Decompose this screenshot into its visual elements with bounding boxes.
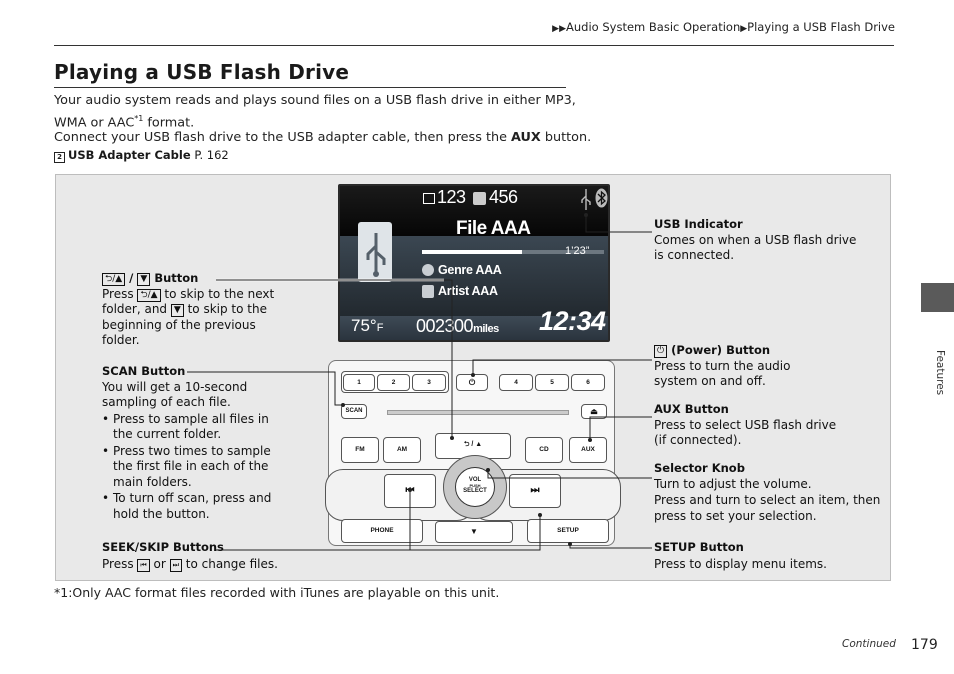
back-key-icon: ⮌/▲ — [102, 273, 126, 286]
preset-3-button[interactable]: 3 — [412, 374, 446, 391]
section-tab — [921, 283, 954, 312]
page-number: 179 — [911, 637, 938, 653]
down-button[interactable]: ▼ — [435, 521, 513, 543]
intro-line-2: WMA or AAC*1 format. — [54, 114, 195, 131]
artist-name: Artist AAA — [438, 284, 498, 298]
reference-arrow-icon: 2 — [54, 152, 65, 163]
footnote-marker: *1 — [134, 114, 144, 123]
preset-1-button[interactable]: 1 — [343, 374, 375, 391]
elapsed-time: 1’23” — [565, 245, 590, 257]
scan-button-callout: SCAN Button You will get a 10-second sam… — [102, 364, 282, 522]
reference-page: P. 162 — [190, 148, 229, 162]
eject-button[interactable]: ⏏ — [581, 404, 607, 419]
cd-button[interactable]: CD — [525, 437, 563, 463]
footnote: *1:Only AAC format files recorded with i… — [54, 585, 500, 600]
seek-back-icon: ⏮ — [137, 558, 150, 572]
preset-6-button[interactable]: 6 — [571, 374, 605, 391]
usb-indicator-callout: USB Indicator Comes on when a USB flash … — [654, 217, 857, 262]
audio-display-screen: 123 456 File AAA 1’23” Genre AAA Artist … — [338, 184, 610, 342]
scan-button[interactable]: SCAN — [341, 404, 367, 419]
outside-temperature: 75°F — [351, 316, 384, 335]
fm-button[interactable]: FM — [341, 437, 379, 463]
power-button-callout: ⏻ (Power) Button Press to turn the audio… — [654, 343, 791, 388]
clock: 12:34 — [539, 306, 606, 336]
page-title: Playing a USB Flash Drive — [54, 60, 350, 84]
progress-bar — [422, 250, 604, 254]
artist-icon — [422, 285, 434, 298]
preset-4-button[interactable]: 4 — [499, 374, 533, 391]
cd-slot — [387, 410, 569, 415]
track-number: 456 — [489, 187, 518, 207]
seek-forward-button[interactable]: ⏭ — [509, 474, 561, 508]
intro-line-1: Your audio system reads and plays sound … — [54, 93, 576, 108]
continued-label: Continued — [842, 638, 896, 650]
aux-keyword: AUX — [511, 130, 541, 145]
usb-indicator-icon — [581, 189, 591, 210]
breadcrumb-current: Playing a USB Flash Drive — [747, 20, 895, 34]
audio-control-unit: 1 2 3 ⏻ 4 5 6 SCAN ⏏ FM AM ⮌ / ▲ CD AUX … — [325, 360, 621, 546]
aux-button-callout: AUX Button Press to select USB flash dri… — [654, 402, 837, 447]
back-button-callout: ⮌/▲ / ▼ Button Press ⮌/▲ to skip to the … — [102, 271, 275, 347]
phone-button[interactable]: PHONE — [341, 519, 423, 543]
down-key-icon: ▼ — [137, 273, 151, 286]
selector-knob-callout: Selector Knob Turn to adjust the volume.… — [654, 461, 881, 523]
setup-button[interactable]: SETUP — [527, 519, 609, 543]
section-label: Features — [934, 350, 946, 396]
genre-icon — [422, 264, 434, 276]
seek-skip-callout: SEEK/SKIP Buttons Press ⏮ or ⏭ to change… — [102, 540, 278, 572]
breadcrumb-marks: ▶▶ — [552, 24, 567, 34]
breadcrumb-separator: ▶ — [740, 24, 748, 34]
folder-icon — [423, 193, 435, 204]
title-rule — [54, 87, 566, 88]
seek-forward-icon: ⏭ — [169, 558, 182, 572]
aux-button[interactable]: AUX — [569, 437, 607, 463]
header-rule — [54, 45, 894, 46]
intro-paragraph: Your audio system reads and plays sound … — [54, 92, 576, 132]
setup-button-callout: SETUP Button Press to display menu items… — [654, 540, 827, 571]
progress-fill — [422, 250, 523, 254]
odometer: 002300miles — [416, 316, 499, 336]
power-icon: ⏻ — [654, 345, 668, 358]
folder-number: 123 — [437, 187, 466, 207]
music-file-icon — [473, 192, 486, 205]
preset-2-button[interactable]: 2 — [377, 374, 410, 391]
breadcrumb: ▶▶Audio System Basic Operation▶Playing a… — [552, 20, 895, 34]
breadcrumb-parent[interactable]: Audio System Basic Operation — [566, 20, 741, 34]
genre-name: Genre AAA — [438, 263, 502, 277]
reference-label: USB Adapter Cable — [68, 148, 191, 162]
am-button[interactable]: AM — [383, 437, 421, 463]
connect-paragraph: Connect your USB flash drive to the USB … — [54, 130, 592, 145]
selector-knob[interactable]: VOL PUSH SELECT — [455, 467, 495, 507]
preset-5-button[interactable]: 5 — [535, 374, 569, 391]
file-name: File AAA — [456, 218, 531, 239]
bluetooth-icon — [595, 188, 608, 208]
